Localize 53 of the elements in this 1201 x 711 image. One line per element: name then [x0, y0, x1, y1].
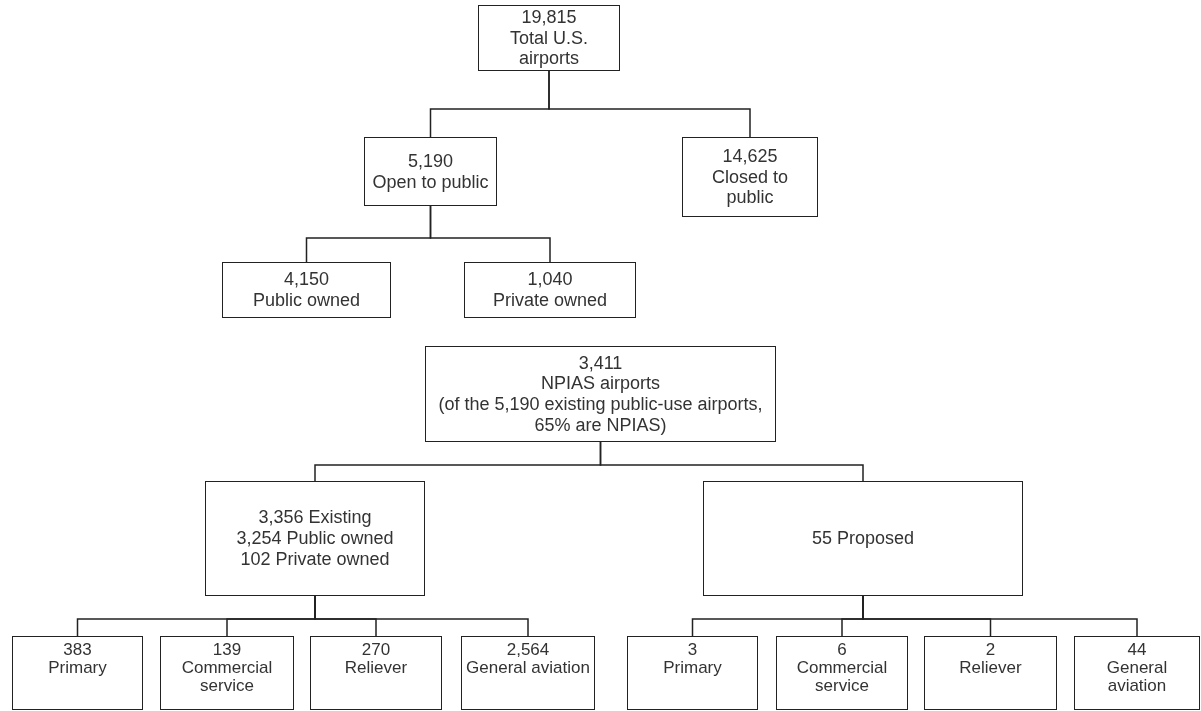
box-text: 102 Private owned	[240, 548, 390, 570]
box	[222, 262, 391, 318]
connector-line	[599, 441, 864, 482]
box	[364, 137, 497, 206]
box-text: Open to public	[372, 171, 489, 193]
box-text: 3,356 Existing	[258, 507, 372, 529]
connector-line	[429, 205, 551, 263]
box	[205, 481, 425, 596]
box-text: 5,190	[407, 150, 453, 172]
box	[478, 5, 620, 71]
box	[1074, 636, 1200, 710]
box-text: (of the 5,190 existing public-use airports, 65% are NPIAS)	[437, 394, 764, 436]
box-text: Closed to public	[710, 166, 789, 209]
box-text: 6	[837, 641, 847, 659]
box	[464, 262, 636, 318]
box-text: General aviation	[1105, 658, 1169, 695]
box-text: Reliever	[959, 658, 1022, 677]
box-text: 270	[361, 641, 391, 659]
box-text: 3,411	[578, 352, 623, 374]
box-text: 2,564	[506, 641, 550, 659]
connector-line	[548, 70, 751, 138]
box-text: Primary	[663, 658, 722, 677]
box-text: Commercial service	[180, 658, 274, 695]
box-text: 139	[212, 641, 242, 659]
box-text: NPIAS airports	[540, 373, 660, 394]
box	[627, 636, 758, 710]
box-text: 4,150	[283, 269, 329, 290]
box-text: 19,815	[521, 6, 577, 28]
box-text: 3	[687, 641, 698, 659]
box	[461, 636, 595, 710]
box-text: 1,040	[527, 269, 573, 290]
box-text: Commercial service	[795, 658, 889, 695]
box	[425, 346, 776, 442]
box-text: Reliever	[344, 658, 408, 677]
connector-line	[862, 595, 1138, 637]
box	[924, 636, 1057, 710]
box-text: 3,254 Public owned	[236, 528, 394, 549]
box	[310, 636, 442, 710]
box-text: Private owned	[492, 290, 608, 311]
box-text: 14,625	[722, 145, 778, 167]
box-text: 2	[985, 641, 996, 659]
box-text: General aviation	[466, 658, 590, 677]
box-text: Total U.S. airports	[509, 27, 589, 70]
box-text: Primary	[48, 658, 107, 677]
box-text: 383	[63, 641, 92, 659]
box	[12, 636, 143, 710]
box	[682, 137, 818, 217]
box	[160, 636, 294, 710]
box-text: 55 Proposed	[811, 528, 915, 549]
box	[703, 481, 1023, 596]
box-text: 44	[1127, 641, 1147, 659]
box	[776, 636, 908, 710]
box-text: Public owned	[252, 290, 361, 311]
